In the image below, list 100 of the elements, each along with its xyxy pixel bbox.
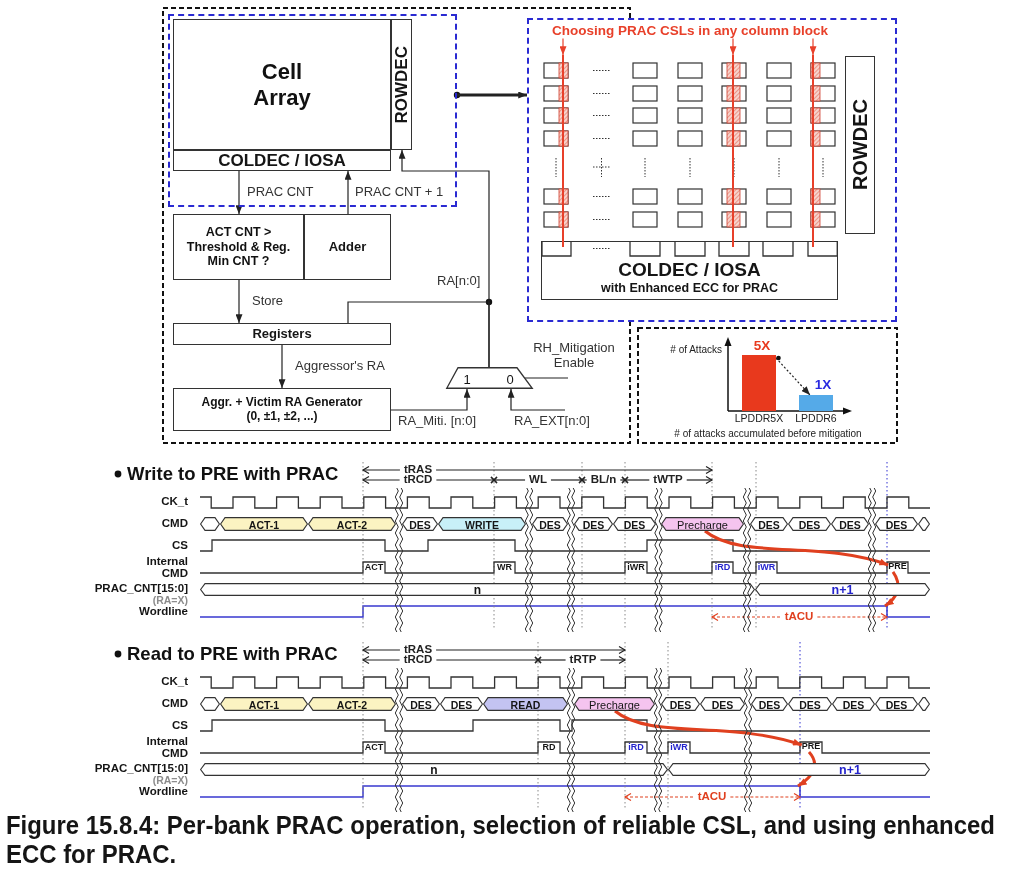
section-heading: Write to PRE with PRAC — [127, 463, 339, 485]
bus-value: DES — [842, 699, 865, 710]
bus-segment — [402, 697, 440, 711]
bus-value: DES — [539, 519, 561, 530]
block-box — [173, 19, 391, 150]
bus-segment — [832, 697, 875, 711]
signal-name: Wordline — [139, 786, 188, 798]
bus-value: ACT-2 — [336, 519, 368, 530]
bus-segment — [574, 517, 613, 531]
bus-segment — [788, 697, 832, 711]
bus-segment — [308, 697, 396, 711]
edge-label: Store — [252, 293, 284, 309]
block-label: with Enhanced ECC for PRAC — [600, 281, 779, 296]
timing-label: tWTP — [653, 474, 683, 486]
pulse-label: iWR — [627, 562, 645, 572]
block-label: Aggr. + Victim RA Generator (0, ±1, ±2, ...) — [200, 395, 364, 424]
wordline-waveform — [199, 605, 931, 618]
bus-value: DES — [839, 519, 861, 530]
bus-value: DES — [582, 519, 605, 530]
edge-label: RA_EXT[n:0] — [514, 413, 590, 429]
edge-label: RA[n:0] — [437, 273, 481, 289]
timing-label: tRAS — [403, 644, 433, 656]
block-label: ROWDEC — [850, 99, 870, 191]
arrow — [775, 357, 811, 396]
bus-segment — [438, 517, 526, 531]
bus-value: DES — [885, 519, 908, 530]
edge-label: Aggressor's RA — [295, 358, 385, 374]
axis-title: # of Attacks — [670, 343, 722, 355]
timing-label: BL/n — [590, 474, 617, 486]
pulse-label: RD — [542, 742, 556, 752]
bus-segment — [788, 517, 831, 531]
timing-label: tRCD — [403, 654, 433, 666]
bus-value: Precharge — [677, 519, 728, 530]
bus-value: n+1 — [839, 763, 861, 777]
bus-value: DES — [669, 699, 692, 710]
dashed-box — [168, 14, 457, 207]
block-label: COLDEC / IOSA — [218, 150, 346, 171]
bus-value: DES — [409, 519, 431, 530]
pulse-label: ACT — [364, 742, 384, 752]
bus-value: DES — [758, 519, 780, 530]
arrow — [507, 388, 566, 411]
arrow — [278, 344, 286, 389]
signal-name: (RA=X) — [152, 774, 188, 786]
timing-label: tACU — [697, 791, 727, 803]
pulse-label: WR — [497, 562, 512, 572]
bus-segment — [755, 583, 930, 596]
pulse-label: iRD — [628, 742, 644, 752]
block-box — [845, 56, 875, 234]
arrow — [235, 279, 243, 324]
bus-segment — [613, 517, 656, 531]
block-label: COLDEC / IOSA — [618, 259, 761, 282]
bus-value: DES — [798, 519, 821, 530]
callout-text: Choosing PRAC CSLs in any column block — [552, 23, 828, 39]
arrow — [559, 37, 567, 56]
block-label: Adder — [328, 239, 367, 255]
bus-value: READ — [510, 699, 541, 710]
timing-label: tRTP — [569, 654, 597, 666]
bus-segment — [918, 517, 930, 531]
pulse-label: PRE — [888, 562, 907, 572]
signal-name: PRAC_CNT[15:0] — [94, 763, 188, 775]
arrow — [344, 301, 490, 368]
bus-segment — [200, 583, 755, 596]
section-heading: Read to PRE with PRAC — [127, 643, 338, 665]
axis-title: # of attacks accumulated before mitigation — [674, 427, 862, 439]
bus-value: DES — [799, 699, 821, 710]
signal-name: Wordline — [139, 606, 188, 618]
bus-value: n — [430, 764, 438, 776]
signal-name: Internal CMD — [145, 554, 188, 580]
timing-label: tRAS — [403, 464, 433, 476]
arrow — [235, 170, 243, 215]
block-box — [173, 150, 391, 171]
bus-segment — [661, 697, 700, 711]
bus-value: DES — [410, 699, 432, 710]
bus-segment — [831, 517, 869, 531]
bus-value: DES — [758, 699, 781, 710]
wordline-waveform — [199, 785, 931, 798]
edge-label: RH_Mitigation Enable — [532, 341, 616, 371]
csl-line — [812, 55, 814, 247]
pulse-label: PRE — [801, 742, 821, 752]
block-box — [173, 388, 391, 431]
edge-label: RA_Miti. [n:0] — [398, 413, 477, 429]
bus-segment — [220, 697, 308, 711]
bus-value: WRITE — [465, 519, 499, 530]
bus-segment — [532, 517, 568, 531]
bus-value: DES — [885, 699, 908, 710]
bus-segment — [750, 517, 788, 531]
bus-segment — [200, 763, 668, 776]
block-box — [541, 241, 838, 300]
bus-value: DES — [711, 699, 734, 710]
edge-label: PRAC CNT + 1 — [355, 184, 444, 200]
signal-name: CK_t — [161, 496, 188, 508]
arrow — [457, 91, 527, 99]
csl-line — [732, 55, 734, 247]
bus-value: n+1 — [831, 583, 854, 597]
pulse-label: iWR — [757, 562, 776, 572]
bus-segment — [661, 517, 744, 531]
arrow — [704, 529, 889, 567]
bus-segment — [574, 697, 655, 711]
bar — [742, 355, 776, 411]
bus-segment — [440, 697, 483, 711]
